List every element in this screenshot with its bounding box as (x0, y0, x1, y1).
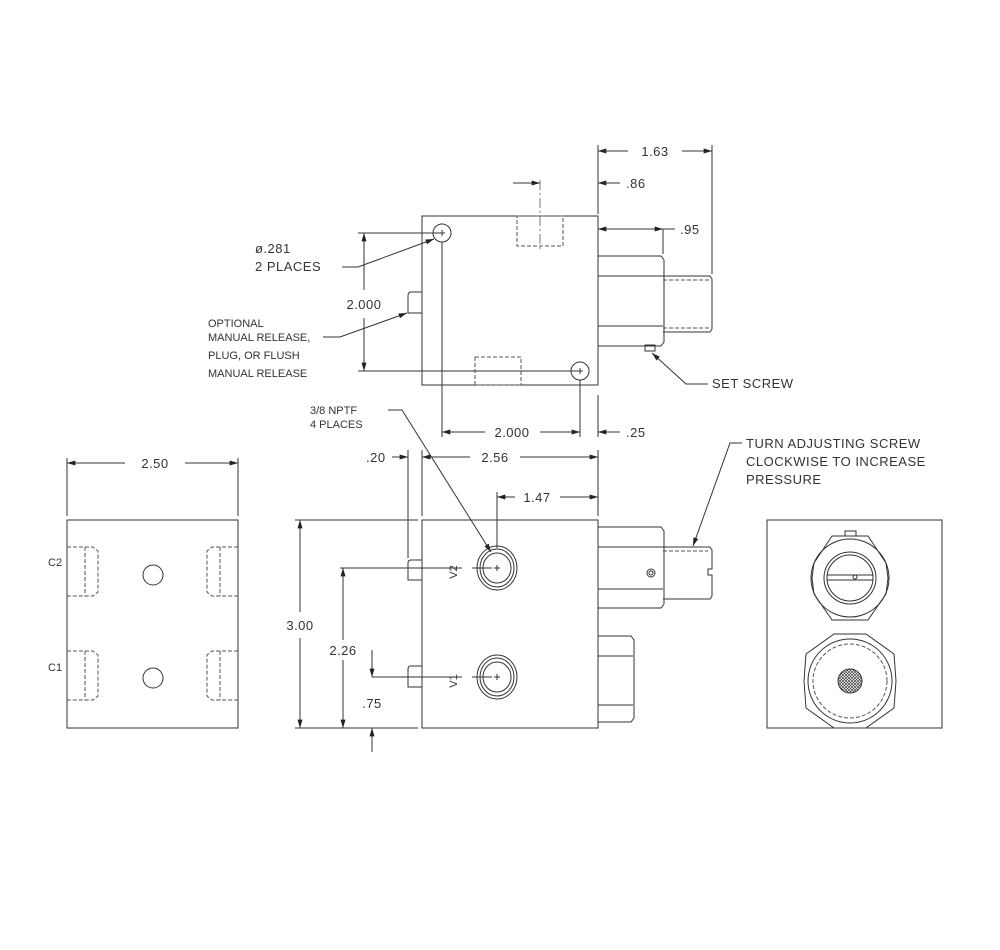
hidden-port-c2 (67, 546, 99, 597)
side-view: 2.50 C2 C1 (48, 456, 239, 729)
manual-release-note-4: MANUAL RELEASE (208, 368, 307, 380)
manual-release-stub (407, 665, 422, 688)
manual-release-note-3: PLUG, OR FLUSH (208, 350, 300, 362)
lower-nut-hex (803, 633, 897, 729)
manual-release-stub (407, 559, 422, 581)
manual-release-stub (407, 291, 422, 314)
through-hole (142, 564, 164, 586)
dim-25: .25 (626, 425, 646, 440)
dim-2-000-vertical: 2.000 (346, 297, 381, 312)
dim-2-26: 2.26 (329, 643, 356, 658)
hidden-port (516, 215, 564, 247)
dim-1-47: 1.47 (523, 490, 550, 505)
front-view: V2 V1 3/8 NPTF 4 PLACES .20 2.56 1.47 3.… (286, 405, 925, 752)
hidden-port-c1 (67, 650, 99, 701)
dim-2-000-horizontal: 2.000 (494, 425, 529, 440)
dim-75: .75 (362, 696, 382, 711)
end-view (766, 519, 943, 729)
top-view: 1.63 .86 .95 2.000 ø.281 2 PLACES OPTION… (208, 144, 794, 440)
dim-3-00: 3.00 (286, 618, 313, 633)
adjust-note-2: CLOCKWISE TO INCREASE (746, 454, 926, 469)
set-screw (644, 344, 656, 352)
dim-2-50: 2.50 (141, 456, 168, 471)
cartridge-hex (598, 526, 665, 609)
valve-body-top (421, 215, 599, 386)
set-screw-label: SET SCREW (712, 376, 794, 391)
manual-release-note-2: MANUAL RELEASE, (208, 332, 310, 344)
hole-note-places: 2 PLACES (255, 259, 321, 274)
port-v1-label: V1 (448, 674, 460, 687)
adjusting-stem (663, 275, 713, 333)
mesh-plug (837, 668, 863, 694)
valve-body-front (421, 519, 599, 729)
port-note-size: 3/8 NPTF (310, 405, 357, 417)
port-note-places: 4 PLACES (310, 419, 363, 431)
dim-20: .20 (366, 450, 386, 465)
valve-body-end (766, 519, 943, 729)
valve-body-side (66, 519, 239, 729)
dim-2-56: 2.56 (481, 450, 508, 465)
adjusting-stem (663, 546, 713, 600)
manual-release-note-1: OPTIONAL (208, 318, 264, 330)
adjusting-screw-hex (810, 530, 890, 621)
port-c2-label: C2 (48, 557, 62, 569)
cartridge-hex (598, 255, 665, 347)
lower-cartridge-nut (598, 635, 635, 723)
hole-note-diameter: ø.281 (255, 241, 291, 256)
dim-1-63: 1.63 (641, 144, 668, 159)
dim-95: .95 (680, 222, 700, 237)
adjust-note-3: PRESSURE (746, 472, 822, 487)
adjust-note-1: TURN ADJUSTING SCREW (746, 436, 921, 451)
port-c1-label: C1 (48, 662, 62, 674)
dim-86: .86 (626, 176, 646, 191)
screw-slot (826, 574, 874, 581)
port-v2-label: V2 (448, 565, 460, 578)
through-hole (142, 667, 164, 689)
